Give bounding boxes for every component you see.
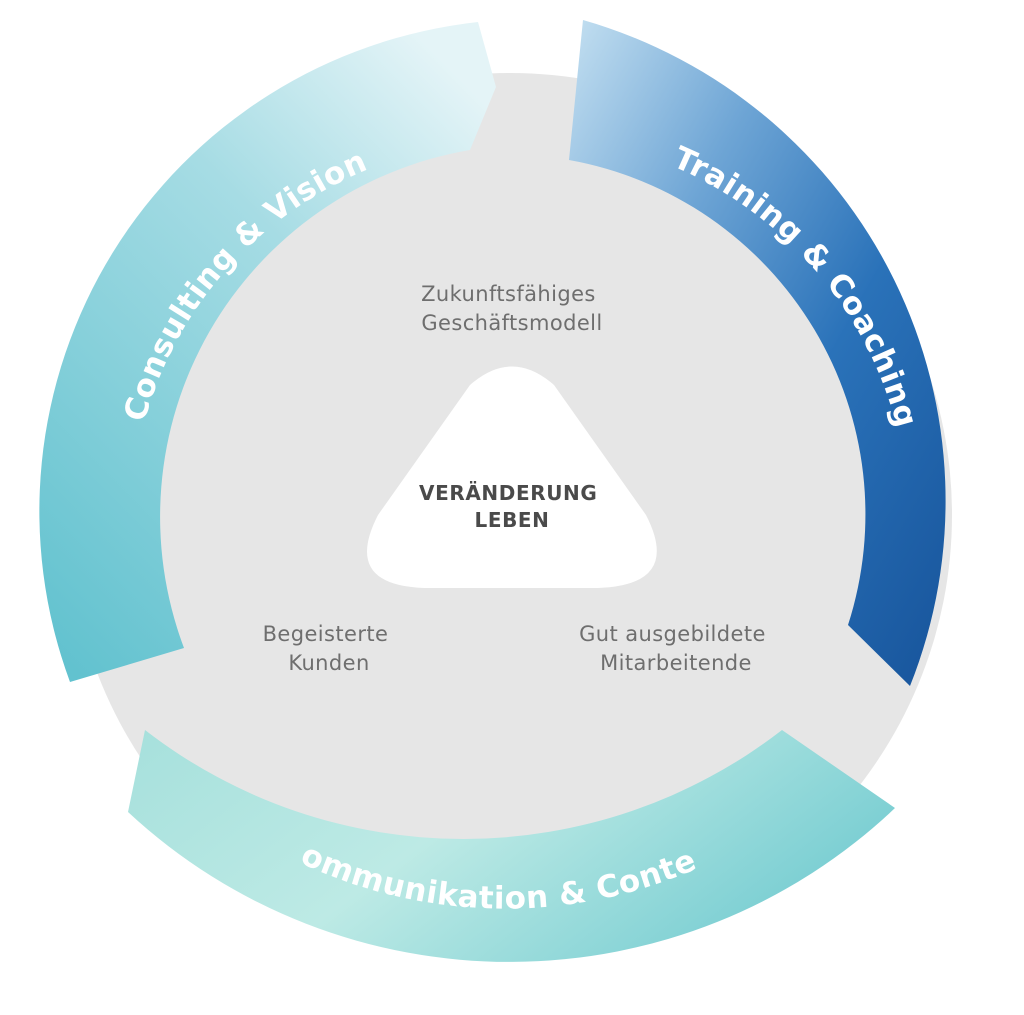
outcome-top-line1: Zukunftsfähiges — [421, 282, 596, 306]
center-title-line2: LEBEN — [474, 508, 549, 532]
outcome-right-line2: Mitarbeitende — [600, 651, 752, 675]
segment-training-shape — [569, 20, 946, 686]
outcome-left-line2: Kunden — [288, 651, 369, 675]
outcome-left-line1: Begeisterte — [263, 622, 389, 646]
outcome-right: Gut ausgebildete Mitarbeitende — [579, 622, 773, 675]
outcome-top: Zukunftsfähiges Geschäftsmodell — [421, 282, 603, 335]
outcome-right-line1: Gut ausgebildete — [579, 622, 766, 646]
center-title-line1: VERÄNDERUNG — [419, 481, 597, 505]
segment-consulting-shape — [39, 22, 497, 682]
outcome-top-line2: Geschäftsmodell — [421, 311, 602, 335]
segment-kommunikation-shape — [128, 730, 895, 962]
center-title: VERÄNDERUNG LEBEN — [419, 481, 605, 532]
outcome-left: Begeisterte Kunden — [263, 622, 396, 675]
center-triangle — [367, 366, 657, 588]
